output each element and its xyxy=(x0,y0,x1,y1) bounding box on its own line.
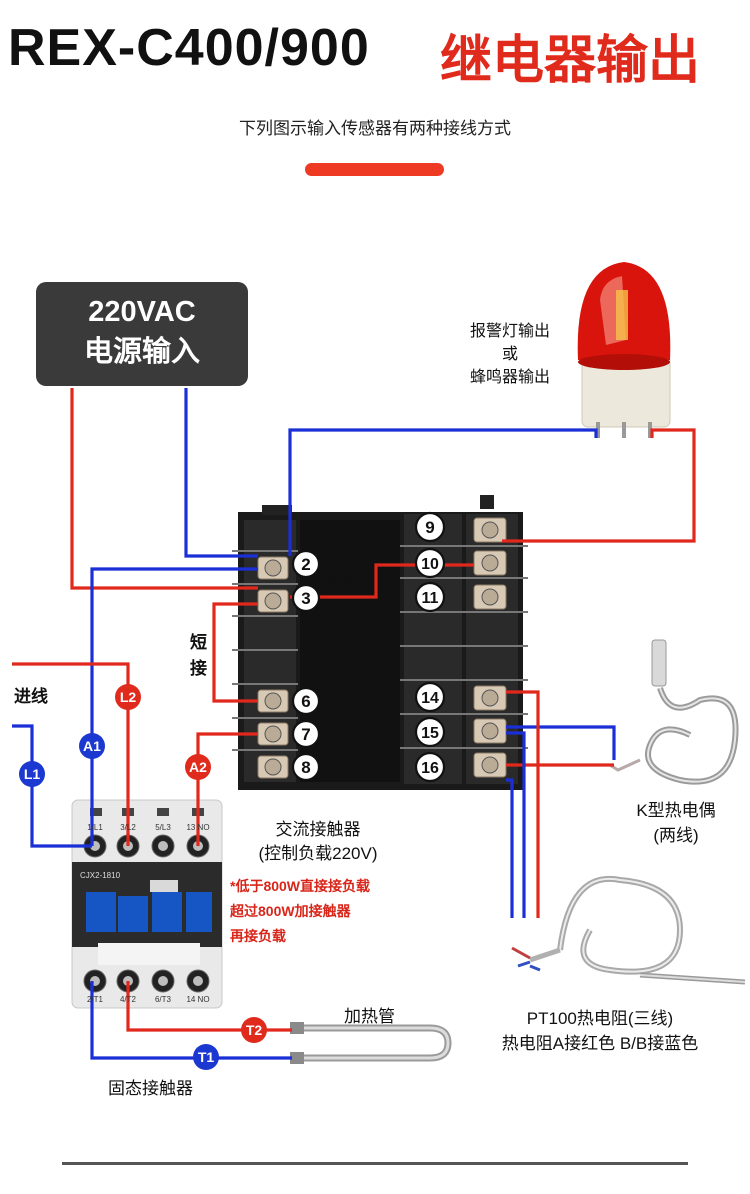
contactor-title: 交流接触器 xyxy=(275,820,361,839)
thermocouple-label: K型热电偶 (两线) xyxy=(612,798,740,848)
ssr-label: 固态接触器 xyxy=(108,1079,193,1098)
bottom-divider xyxy=(62,1162,688,1165)
contactor-top-term-1: 1/L1 xyxy=(87,823,103,832)
jumper-label-left-1: 短 xyxy=(190,633,207,652)
rtd-illustration xyxy=(511,875,746,985)
rtd-label-line1: PT100热电阻(三线) xyxy=(526,1009,674,1028)
contactor-bottom-term-2: 4/T2 xyxy=(120,995,137,1004)
contactor-model: CJX2-1810 xyxy=(80,871,121,880)
terminal-15: 15 xyxy=(421,725,439,742)
page-subtitle: 下列图示输入传感器有两种接线方式 xyxy=(239,119,511,138)
tag-t1: T1 xyxy=(198,1049,215,1065)
terminal-6: 6 xyxy=(301,692,310,711)
tag-l2: L2 xyxy=(120,689,137,705)
contactor-top-term-2: 3/L2 xyxy=(120,823,136,832)
power-input-label: 电源输入 xyxy=(83,336,200,368)
load-note-line1: *低于800W直接接负载 xyxy=(230,878,371,894)
thermocouple-illustration xyxy=(609,639,739,785)
title-underline xyxy=(305,163,444,176)
heater-tube-illustration xyxy=(290,1022,452,1064)
terminal-10: 10 xyxy=(421,556,439,573)
jumper-label-top: 短接 xyxy=(322,573,356,592)
terminal-9: 9 xyxy=(425,518,434,537)
page-title-cn: 继电器输出 xyxy=(440,32,701,90)
terminal-11: 11 xyxy=(422,590,439,607)
terminal-7: 7 xyxy=(301,725,310,744)
load-note-line3: 再接负载 xyxy=(230,928,286,944)
power-input-box: 220VAC 电源输入 xyxy=(36,282,248,386)
terminal-14: 14 xyxy=(421,690,439,707)
rtd-label: PT100热电阻(三线) 热电阻A接红色 B/B接蓝色 xyxy=(470,1006,730,1056)
inlet-label: 进线 xyxy=(14,687,48,706)
load-note: *低于800W直接接负载 超过800W加接触器 再接负载 xyxy=(230,874,370,949)
jumper-label-left-2: 接 xyxy=(190,659,207,678)
contactor-bottom-term-1: 2/T1 xyxy=(87,995,104,1004)
contactor-bottom-term-4: 14 NO xyxy=(186,995,209,1004)
contactor-illustration xyxy=(71,799,223,1009)
contactor-caption: 交流接触器 (控制负载220V) xyxy=(238,818,398,866)
terminal-16: 16 xyxy=(421,760,439,777)
tag-l1: L1 xyxy=(24,766,41,782)
terminal-3: 3 xyxy=(301,589,310,608)
alarm-label: 报警灯输出 或 蜂鸣器输出 xyxy=(455,320,565,389)
terminal-8: 8 xyxy=(301,758,310,777)
tag-a2: A2 xyxy=(189,759,207,775)
alarm-label-line3: 蜂鸣器输出 xyxy=(469,369,550,386)
heater-label: 加热管 xyxy=(344,1007,395,1026)
contactor-spec: (控制负载220V) xyxy=(258,844,378,863)
contactor-bottom-term-3: 6/T3 xyxy=(155,995,172,1004)
load-note-line2: 超过800W加接触器 xyxy=(230,903,351,919)
power-voltage: 220VAC xyxy=(88,296,196,328)
tag-t2: T2 xyxy=(246,1022,263,1038)
page-title-model: REX-C400/900 xyxy=(8,19,370,77)
alarm-label-line2: 或 xyxy=(501,346,518,363)
thermocouple-label-line1: K型热电偶 xyxy=(636,801,716,820)
alarm-lamp-illustration xyxy=(577,262,671,438)
thermocouple-label-line2: (两线) xyxy=(653,826,699,845)
terminal-2: 2 xyxy=(301,555,310,574)
tag-a1: A1 xyxy=(83,738,101,754)
alarm-label-line1: 报警灯输出 xyxy=(469,323,550,340)
contactor-top-term-4: 13 NO xyxy=(186,823,209,832)
rtd-label-line2: 热电阻A接红色 B/B接蓝色 xyxy=(501,1034,699,1053)
contactor-top-term-3: 5/L3 xyxy=(155,823,171,832)
